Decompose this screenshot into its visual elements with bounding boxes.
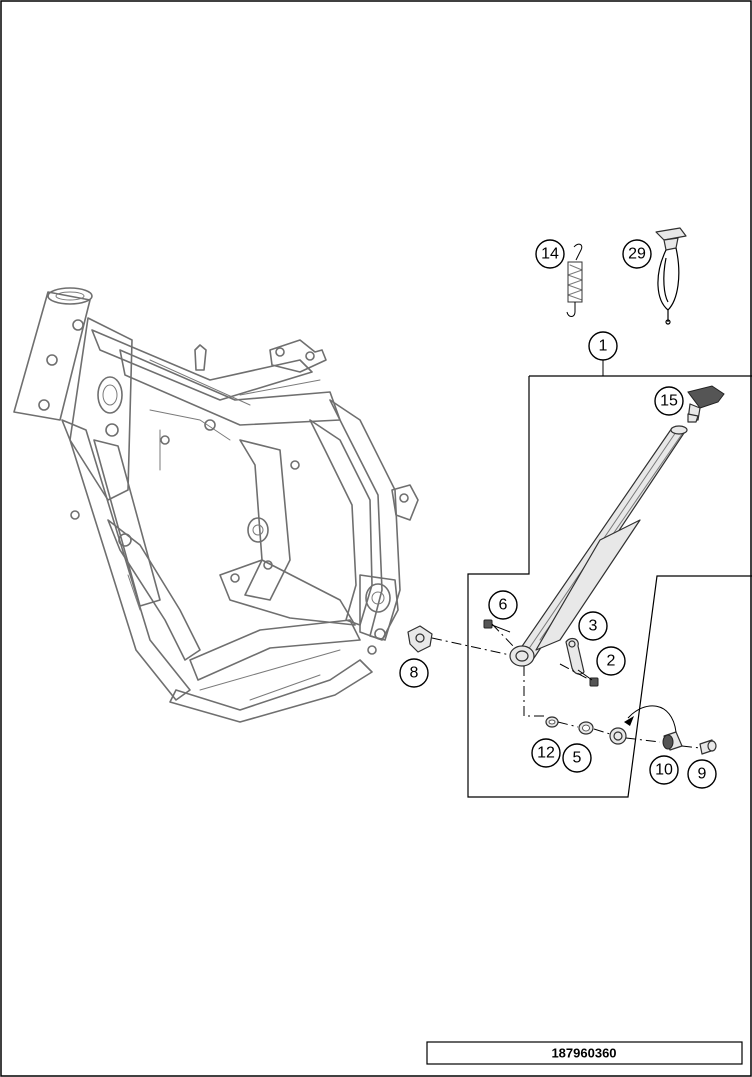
assembly-line-screw-6 <box>491 623 516 649</box>
svg-text:29: 29 <box>628 246 646 263</box>
part-14-spring <box>566 243 583 317</box>
callout-3: 3 <box>578 611 608 641</box>
svg-text:9: 9 <box>698 766 707 783</box>
svg-text:5: 5 <box>573 750 582 767</box>
part-29-tool <box>655 227 687 325</box>
part-8-bracket <box>407 625 433 653</box>
frame-illustration <box>13 287 419 723</box>
svg-text:15: 15 <box>660 393 678 410</box>
assembly-line-washers <box>557 721 701 749</box>
svg-text:10: 10 <box>655 762 673 779</box>
callout-1: 1 <box>588 331 618 361</box>
assembly-line-pivot <box>431 637 511 656</box>
arrow-head <box>624 716 634 726</box>
part-15-foot <box>687 385 725 423</box>
callout-5: 5 <box>562 743 592 773</box>
callout-12: 12 <box>531 738 561 768</box>
assembly-arrow <box>627 705 677 733</box>
assembly-line-down <box>523 666 546 717</box>
callout-29: 29 <box>622 239 652 269</box>
assembly-1-boundary <box>467 375 752 798</box>
callout-14: 14 <box>535 239 565 269</box>
svg-text:14: 14 <box>541 246 559 263</box>
svg-text:6: 6 <box>499 597 508 614</box>
callout-2: 2 <box>596 646 626 676</box>
callout-15: 15 <box>654 386 684 416</box>
callout-10: 10 <box>649 755 679 785</box>
drawing-number: 187960360 <box>551 1046 616 1061</box>
part-9-bolt <box>699 739 717 755</box>
callout-8: 8 <box>399 658 429 688</box>
part-5-washer <box>578 721 594 735</box>
part-2-screw <box>577 669 599 687</box>
drawing-number-box: 187960360 <box>426 1041 743 1065</box>
part-12-washer <box>545 716 559 728</box>
svg-text:2: 2 <box>607 653 616 670</box>
part-10-bushing <box>662 731 683 751</box>
part-bushing <box>609 727 627 745</box>
assembly-line-screw-2 <box>559 663 591 681</box>
side-stand-leg <box>509 425 688 667</box>
svg-text:1: 1 <box>599 338 608 355</box>
svg-text:12: 12 <box>537 745 555 762</box>
callout-6: 6 <box>488 590 518 620</box>
callout-9: 9 <box>687 759 717 789</box>
svg-text:8: 8 <box>410 665 419 682</box>
svg-text:3: 3 <box>589 618 598 635</box>
part-6-screw <box>483 619 511 633</box>
